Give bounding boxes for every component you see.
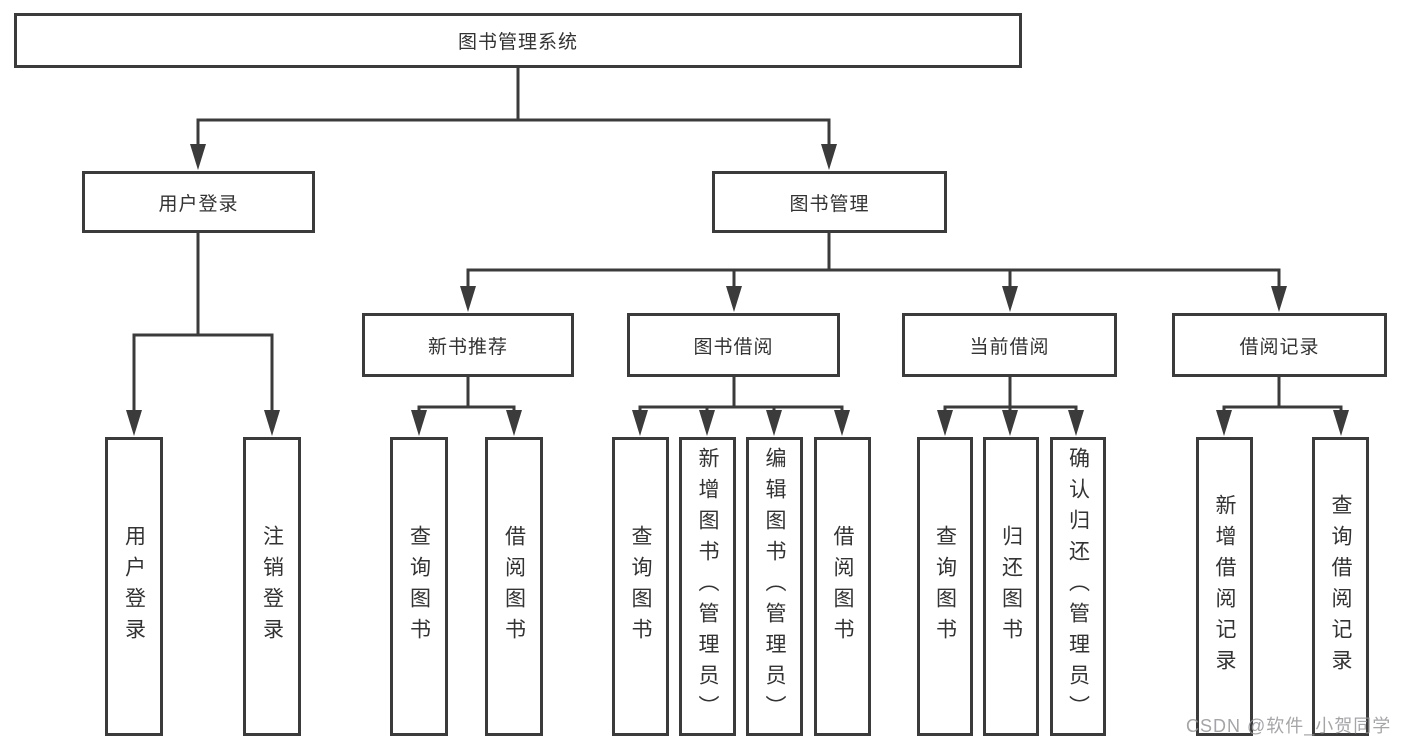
leaf-label: 新增借阅记录 xyxy=(1213,493,1236,680)
leaf-label: 确认归还（管理员） xyxy=(1066,447,1090,726)
node-label: 图书借阅 xyxy=(693,336,774,358)
leaf-edit-book-admin: 编辑图书（管理员） xyxy=(746,437,803,736)
leaf-label: 查询图书 xyxy=(933,524,957,649)
leaf-query-books-current: 查询图书 xyxy=(917,437,973,736)
leaf-label: 查询借阅记录 xyxy=(1329,493,1352,680)
leaf-return-book: 归还图书 xyxy=(983,437,1039,736)
leaf-label: 新增图书（管理员） xyxy=(696,447,719,726)
csdn-watermark: CSDN @软件_小贺同学 xyxy=(1186,716,1392,736)
node-label: 图书管理系统 xyxy=(457,32,578,53)
arrowheads xyxy=(126,144,1349,436)
leaf-label: 借阅图书 xyxy=(502,524,526,649)
node-label: 图书管理 xyxy=(789,193,870,215)
leaf-confirm-return-admin: 确认归还（管理员） xyxy=(1050,437,1106,736)
node-current-borrowing: 当前借阅 xyxy=(902,313,1117,377)
leaf-borrow-books: 借阅图书 xyxy=(814,437,871,736)
leaf-query-books-borrow: 查询图书 xyxy=(612,437,669,736)
leaf-label: 查询图书 xyxy=(629,524,652,649)
leaf-label: 借阅图书 xyxy=(831,524,854,649)
leaf-label: 注销登录 xyxy=(260,524,284,649)
node-borrowing-records: 借阅记录 xyxy=(1172,313,1387,377)
leaf-query-books-recommend: 查询图书 xyxy=(390,437,448,736)
node-label: 借阅记录 xyxy=(1239,336,1320,358)
leaf-add-book-admin: 新增图书（管理员） xyxy=(679,437,736,736)
leaf-user-login: 用户登录 xyxy=(105,437,163,736)
node-new-book-recommendation: 新书推荐 xyxy=(362,313,574,377)
node-label: 用户登录 xyxy=(158,193,239,215)
node-label: 新书推荐 xyxy=(427,336,508,358)
node-user-login: 用户登录 xyxy=(82,171,315,233)
node-library-management-system: 图书管理系统 xyxy=(14,13,1022,68)
node-label: 当前借阅 xyxy=(969,336,1050,358)
leaf-label: 查询图书 xyxy=(407,524,431,649)
leaf-label: 编辑图书（管理员） xyxy=(763,447,786,726)
leaf-label: 归还图书 xyxy=(999,524,1023,649)
node-book-management: 图书管理 xyxy=(712,171,947,233)
leaf-query-borrow-record: 查询借阅记录 xyxy=(1312,437,1369,736)
leaf-borrow-books-recommend: 借阅图书 xyxy=(485,437,543,736)
leaf-label: 用户登录 xyxy=(122,524,146,649)
leaf-add-borrow-record: 新增借阅记录 xyxy=(1196,437,1253,736)
leaf-logout: 注销登录 xyxy=(243,437,301,736)
node-book-borrowing: 图书借阅 xyxy=(627,313,840,377)
